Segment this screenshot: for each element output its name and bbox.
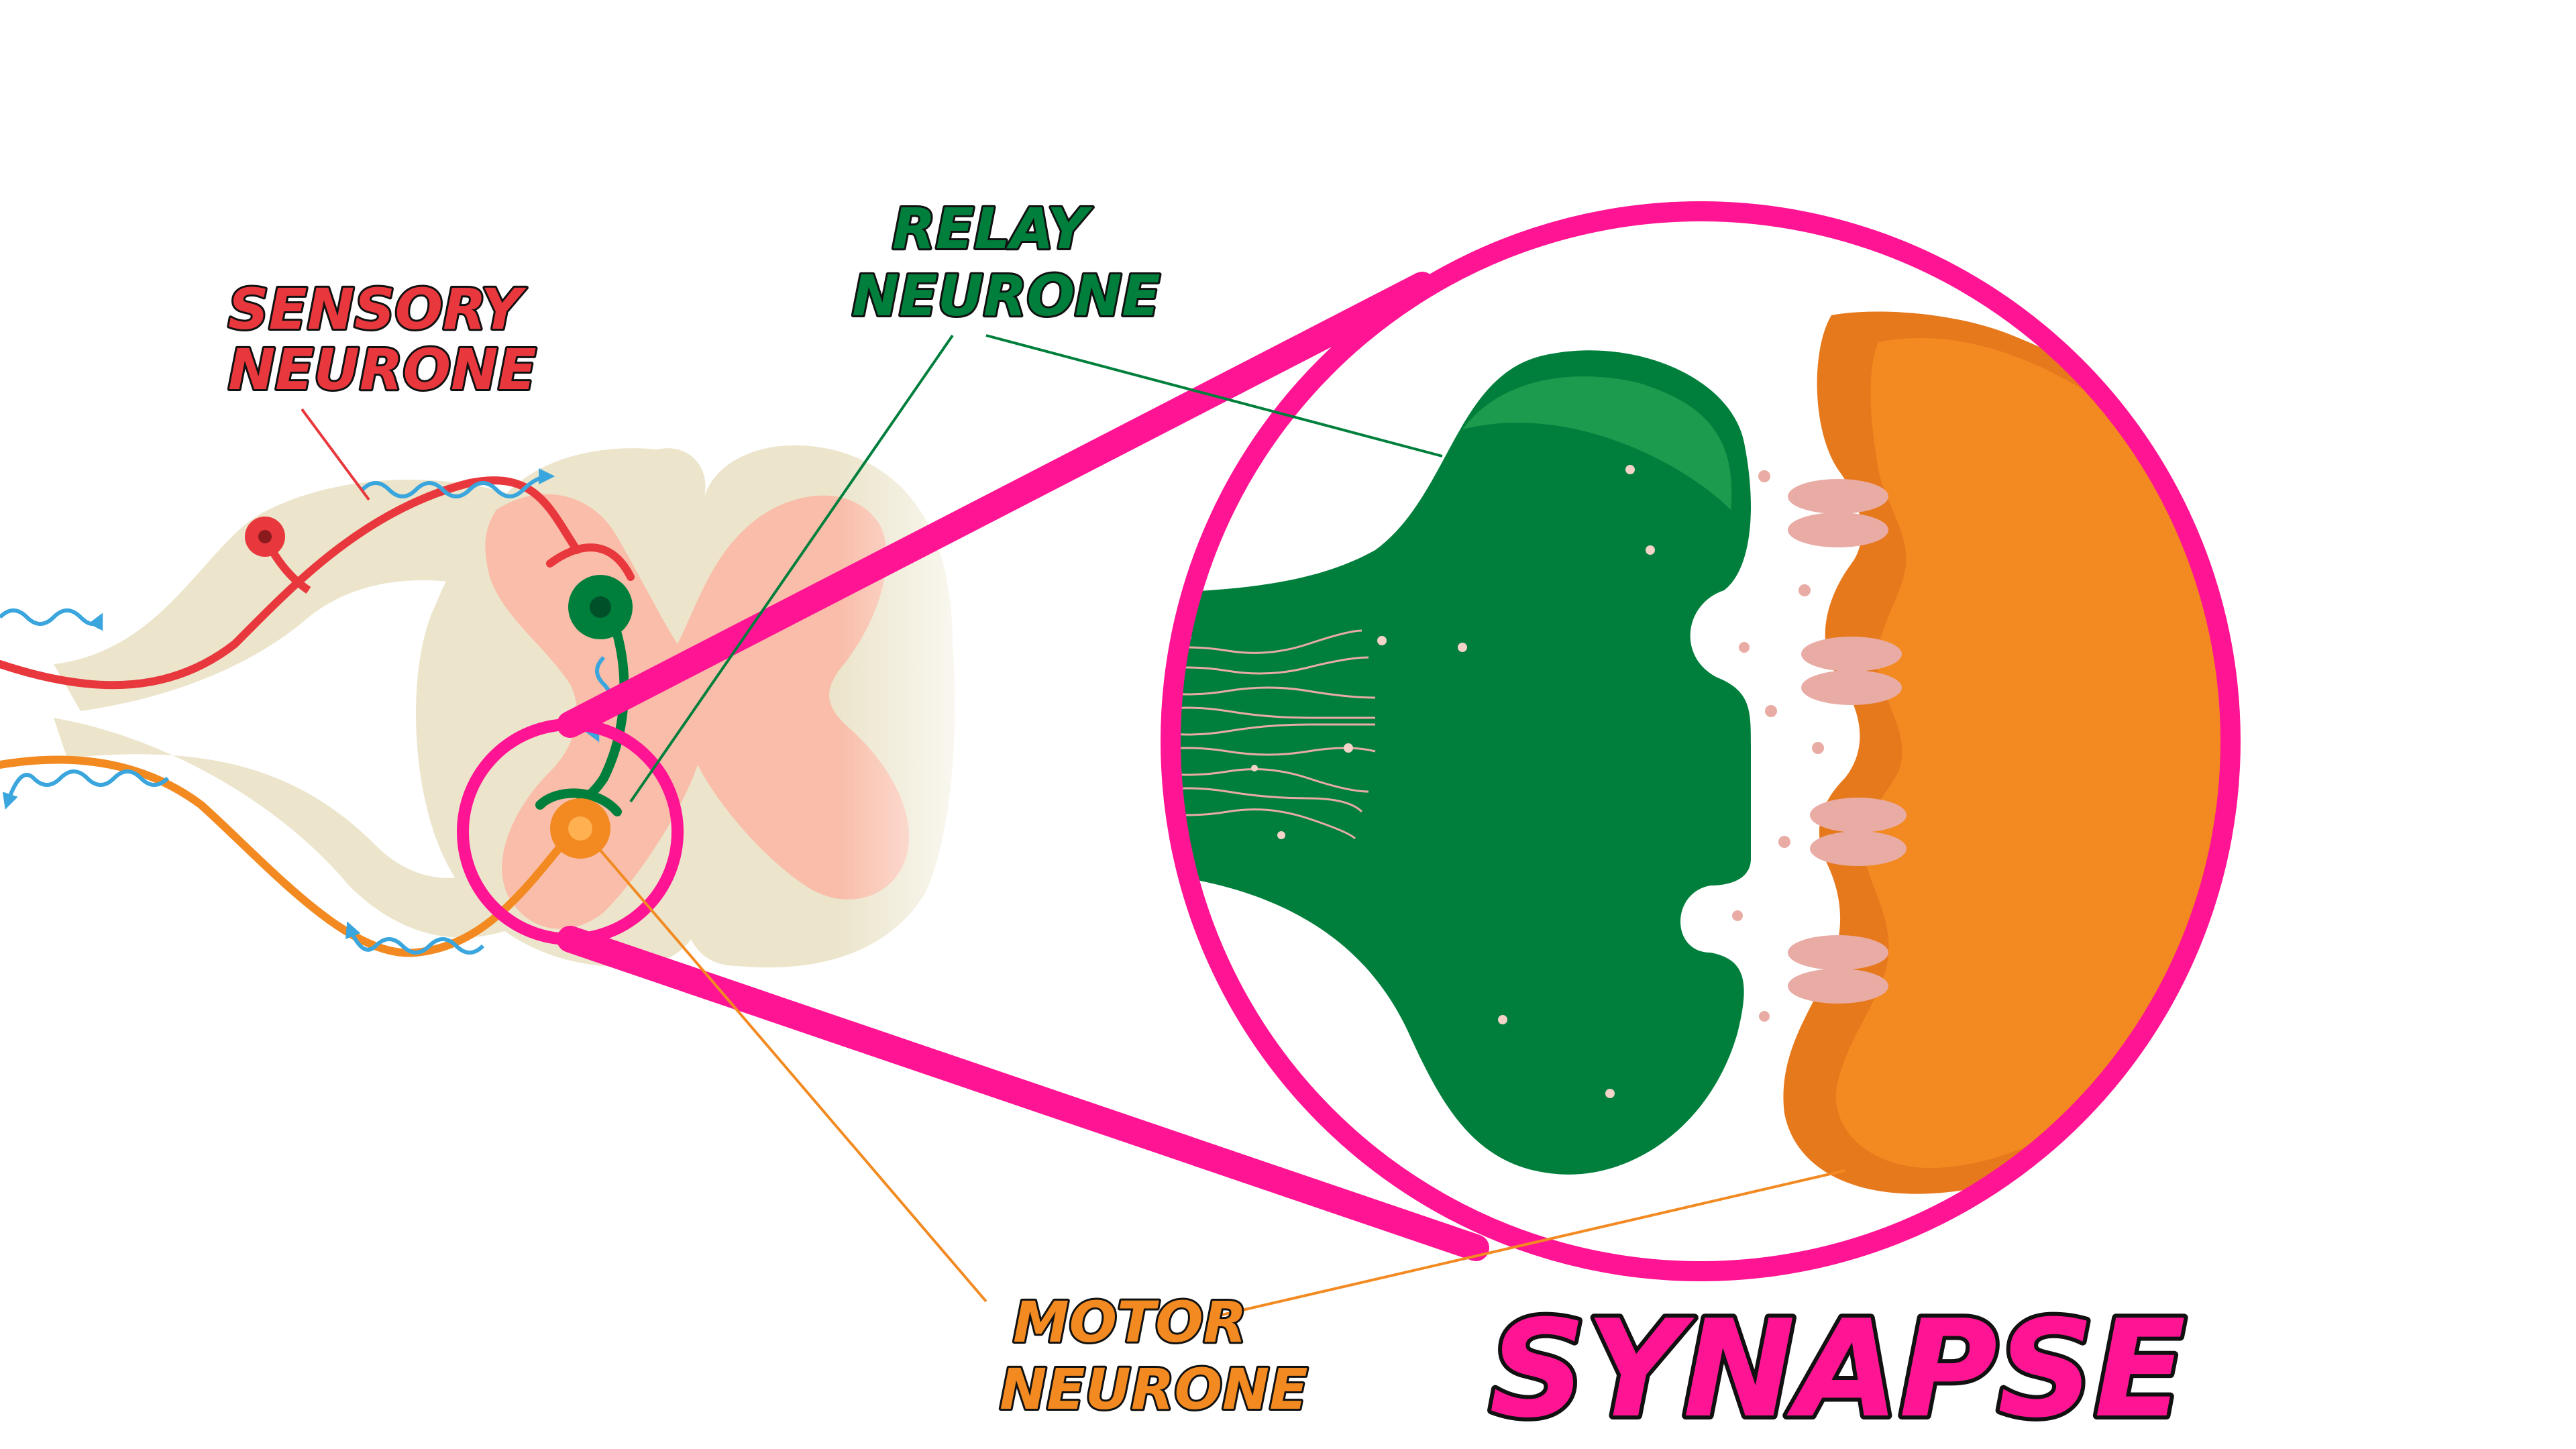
sensory-leader <box>301 408 370 501</box>
small-synapse-ring <box>457 718 684 945</box>
receptor <box>1810 798 1907 833</box>
sensory-label-line2: NEURONE <box>228 337 537 402</box>
motor-leader-zoom <box>1207 1169 1845 1320</box>
receptor <box>1788 479 1888 514</box>
sensory-nucleus <box>258 530 272 543</box>
sensory-axon <box>0 476 581 690</box>
receptor <box>1788 969 1888 1004</box>
postsynaptic-cell <box>1835 337 2231 1169</box>
neurotransmitters <box>1732 470 1824 1022</box>
impulse-arrow-sensory-1 <box>0 608 103 631</box>
relay-neurone <box>535 575 633 816</box>
synapse-title: SYNAPSE <box>1489 1291 2186 1448</box>
receptor <box>1810 831 1907 866</box>
dorsal-root-tract <box>54 480 550 711</box>
motor-nucleus <box>568 816 592 841</box>
leader-lines <box>301 334 1845 1320</box>
receptor <box>1801 637 1902 672</box>
receptor <box>1788 935 1888 970</box>
impulse-arrow-sensory-2 <box>360 468 555 498</box>
relay-leader-zoom <box>985 334 1443 458</box>
impulse-arrow-motor-2 <box>2 769 170 810</box>
sensory-neurone <box>0 476 635 690</box>
magnified-synapse <box>1171 211 2231 1271</box>
large-synapse-ring <box>1161 201 2241 1281</box>
sensory-terminal <box>546 543 635 581</box>
receptors <box>1788 479 1907 1004</box>
presynaptic-terminal <box>1171 350 1751 1175</box>
ventral-root-tract <box>54 718 564 938</box>
relay-nucleus <box>590 596 611 618</box>
motor-label-line1: MOTOR <box>1013 1289 1246 1355</box>
presynaptic-highlight <box>1462 376 1732 510</box>
relay-leader-cord <box>629 334 954 803</box>
impulse-arrow-motor-1 <box>345 921 485 955</box>
vesicles <box>1183 465 1655 1098</box>
relay-label-line1: RELAY <box>892 196 1093 262</box>
sensory-label-line1: SENSORY <box>228 276 527 342</box>
receptor <box>1801 670 1902 705</box>
relay-label-line2: NEURONE <box>852 263 1161 329</box>
relay-terminal <box>535 788 622 816</box>
receptor <box>1788 513 1888 547</box>
motor-label-line2: NEURONE <box>1000 1356 1308 1422</box>
zoom-line-top <box>557 272 1436 738</box>
motor-leader-cord <box>589 837 987 1303</box>
